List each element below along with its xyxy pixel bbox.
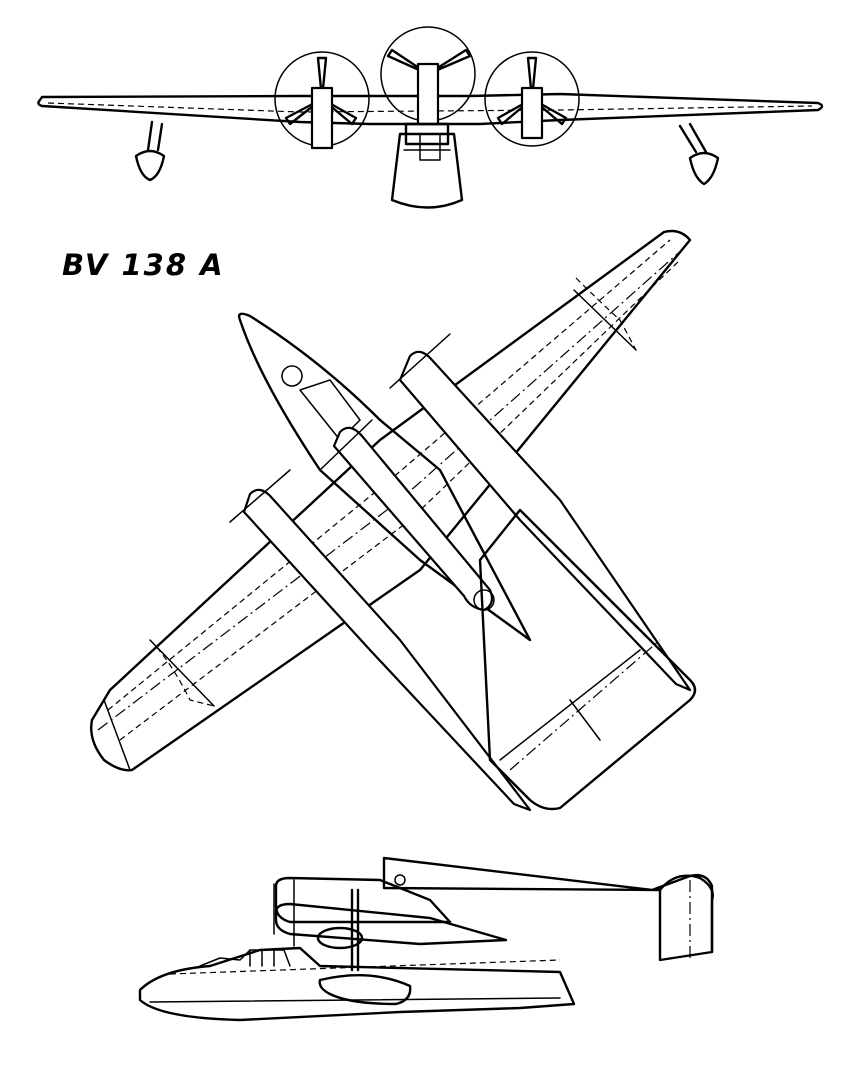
front-right-float-strut	[678, 122, 708, 154]
front-right-float	[688, 151, 720, 186]
aircraft-designation-label: BV 138 A	[62, 248, 225, 282]
front-right-prop-blades	[496, 56, 568, 126]
front-right-nacelle	[520, 86, 544, 140]
side-cockpit-frames	[249, 949, 275, 967]
front-hull	[390, 132, 464, 209]
front-hull-cockpit	[403, 133, 451, 161]
side-fin	[658, 874, 714, 954]
front-right-prop-disc	[484, 51, 580, 147]
side-tail-boom	[382, 856, 714, 962]
side-upper-nacelle	[274, 876, 452, 924]
side-view	[138, 856, 714, 1022]
side-hull	[138, 946, 576, 1022]
top-tail-centerline	[509, 639, 661, 771]
front-wing	[37, 92, 824, 126]
side-cockpit	[199, 949, 291, 967]
top-cockpit	[299, 379, 361, 441]
side-lower-nacelle	[274, 902, 508, 946]
top-hull	[237, 312, 532, 642]
front-left-float-strut	[146, 120, 164, 152]
side-engine-fairing	[316, 926, 364, 950]
top-center-nacelle	[332, 426, 494, 612]
front-left-prop-blades	[284, 56, 358, 126]
side-top-turret	[394, 874, 406, 886]
front-view	[37, 26, 824, 209]
top-left-aileron-line	[103, 699, 131, 771]
top-aileron-hinges	[149, 289, 637, 707]
top-right-float-outline	[575, 277, 637, 351]
side-prop-lines	[273, 879, 295, 947]
top-right-boom	[398, 350, 692, 692]
top-center-nacelle-tail	[473, 589, 495, 611]
front-left-float	[134, 149, 166, 182]
top-nose-turret	[281, 365, 303, 387]
side-hull-chine	[149, 997, 561, 1003]
top-prop-lines	[229, 333, 451, 523]
side-waterline	[169, 959, 561, 975]
front-center-nacelle	[416, 62, 440, 126]
top-wing	[90, 229, 692, 772]
top-left-float-outline	[149, 639, 215, 707]
front-hull-nose-turret	[404, 122, 450, 146]
top-view	[90, 229, 697, 812]
top-tailplane	[478, 508, 697, 811]
top-left-boom	[242, 488, 532, 812]
top-elevator-lines	[499, 649, 641, 761]
front-left-nacelle	[310, 86, 334, 150]
side-wing-float	[318, 974, 412, 1006]
